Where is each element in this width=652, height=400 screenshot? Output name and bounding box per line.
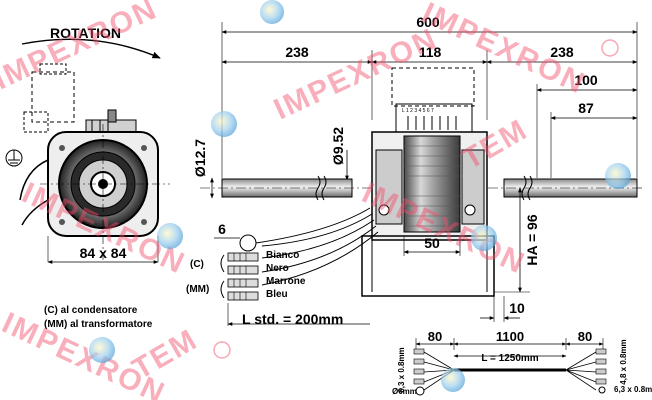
rotation-arrow bbox=[21, 38, 161, 59]
dim-87: 87 bbox=[578, 100, 594, 116]
overall-length: 600 bbox=[416, 14, 440, 30]
cable-mid-1100: 1100 bbox=[496, 329, 524, 344]
watermark-7: TEM bbox=[127, 323, 204, 386]
rotation-title: ROTATION bbox=[50, 25, 121, 41]
terminal-label: L 1 2 3 4 5 6 7 bbox=[402, 108, 434, 114]
terminal-box bbox=[391, 67, 475, 107]
capacitor-cap bbox=[39, 63, 67, 75]
shaft-diameter: Ø12.7 bbox=[192, 139, 208, 177]
wire-bianco: Bianco bbox=[266, 250, 299, 261]
right-terminal-size-2: 6,3 x 0.8mm bbox=[614, 385, 652, 394]
cable-diameter: 6 bbox=[218, 221, 226, 237]
cable-section bbox=[239, 234, 257, 252]
cable-length: L std. = 200mm bbox=[242, 311, 343, 327]
right-terminal-size-1: 4,8 x 0.8mm bbox=[619, 339, 628, 384]
side-view: 600 238 118 238 100 87 Ø12.7 Ø9.52 bbox=[186, 14, 645, 327]
width-50: 50 bbox=[424, 235, 440, 251]
motor-body-length: 118 bbox=[419, 44, 442, 60]
capacitor-outline bbox=[31, 71, 75, 123]
junction-box bbox=[23, 111, 49, 133]
wire-bleu: Bleu bbox=[266, 289, 288, 300]
left-terminal-size: 6,3 x 0.8mm bbox=[397, 347, 406, 392]
wire-list: Bianco Nero Marrone Bleu bbox=[266, 250, 306, 300]
earth-icon bbox=[5, 149, 23, 167]
group-c: (C) bbox=[190, 259, 204, 270]
ring-terminal bbox=[415, 386, 425, 396]
cable-left-80: 80 bbox=[428, 329, 442, 344]
extension-cable: 80 1100 80 L = 1250mm 6,3 x 0.8mm 4,8 x … bbox=[392, 329, 652, 396]
cable-total-length: L = 1250mm bbox=[481, 353, 538, 364]
cable-right-80: 80 bbox=[578, 329, 592, 344]
watermark-1: IMPEXRON bbox=[0, 0, 162, 96]
height-ha: HA = 96 bbox=[524, 214, 540, 265]
mounting-frame bbox=[361, 235, 495, 297]
wire-marrone: Marrone bbox=[266, 276, 306, 287]
note-condensatore: (C) al condensatore bbox=[44, 305, 138, 316]
hub-diameter: Ø9.52 bbox=[330, 127, 346, 165]
left-shaft-length: 238 bbox=[285, 44, 309, 60]
ring-size: Ø6mm bbox=[392, 387, 417, 396]
right-shaft-length: 238 bbox=[550, 44, 574, 60]
flange-dimension: 84 x 84 bbox=[80, 245, 127, 261]
wire-nero: Nero bbox=[266, 263, 289, 274]
group-mm: (MM) bbox=[186, 284, 209, 295]
dim-10: 10 bbox=[509, 300, 525, 316]
front-view: ROTATION bbox=[5, 25, 170, 330]
watermark-8: TEM bbox=[457, 113, 534, 176]
dim-100: 100 bbox=[574, 72, 598, 88]
note-transformatore: (MM) al transformatore bbox=[44, 319, 153, 330]
cable-gland bbox=[107, 109, 117, 123]
